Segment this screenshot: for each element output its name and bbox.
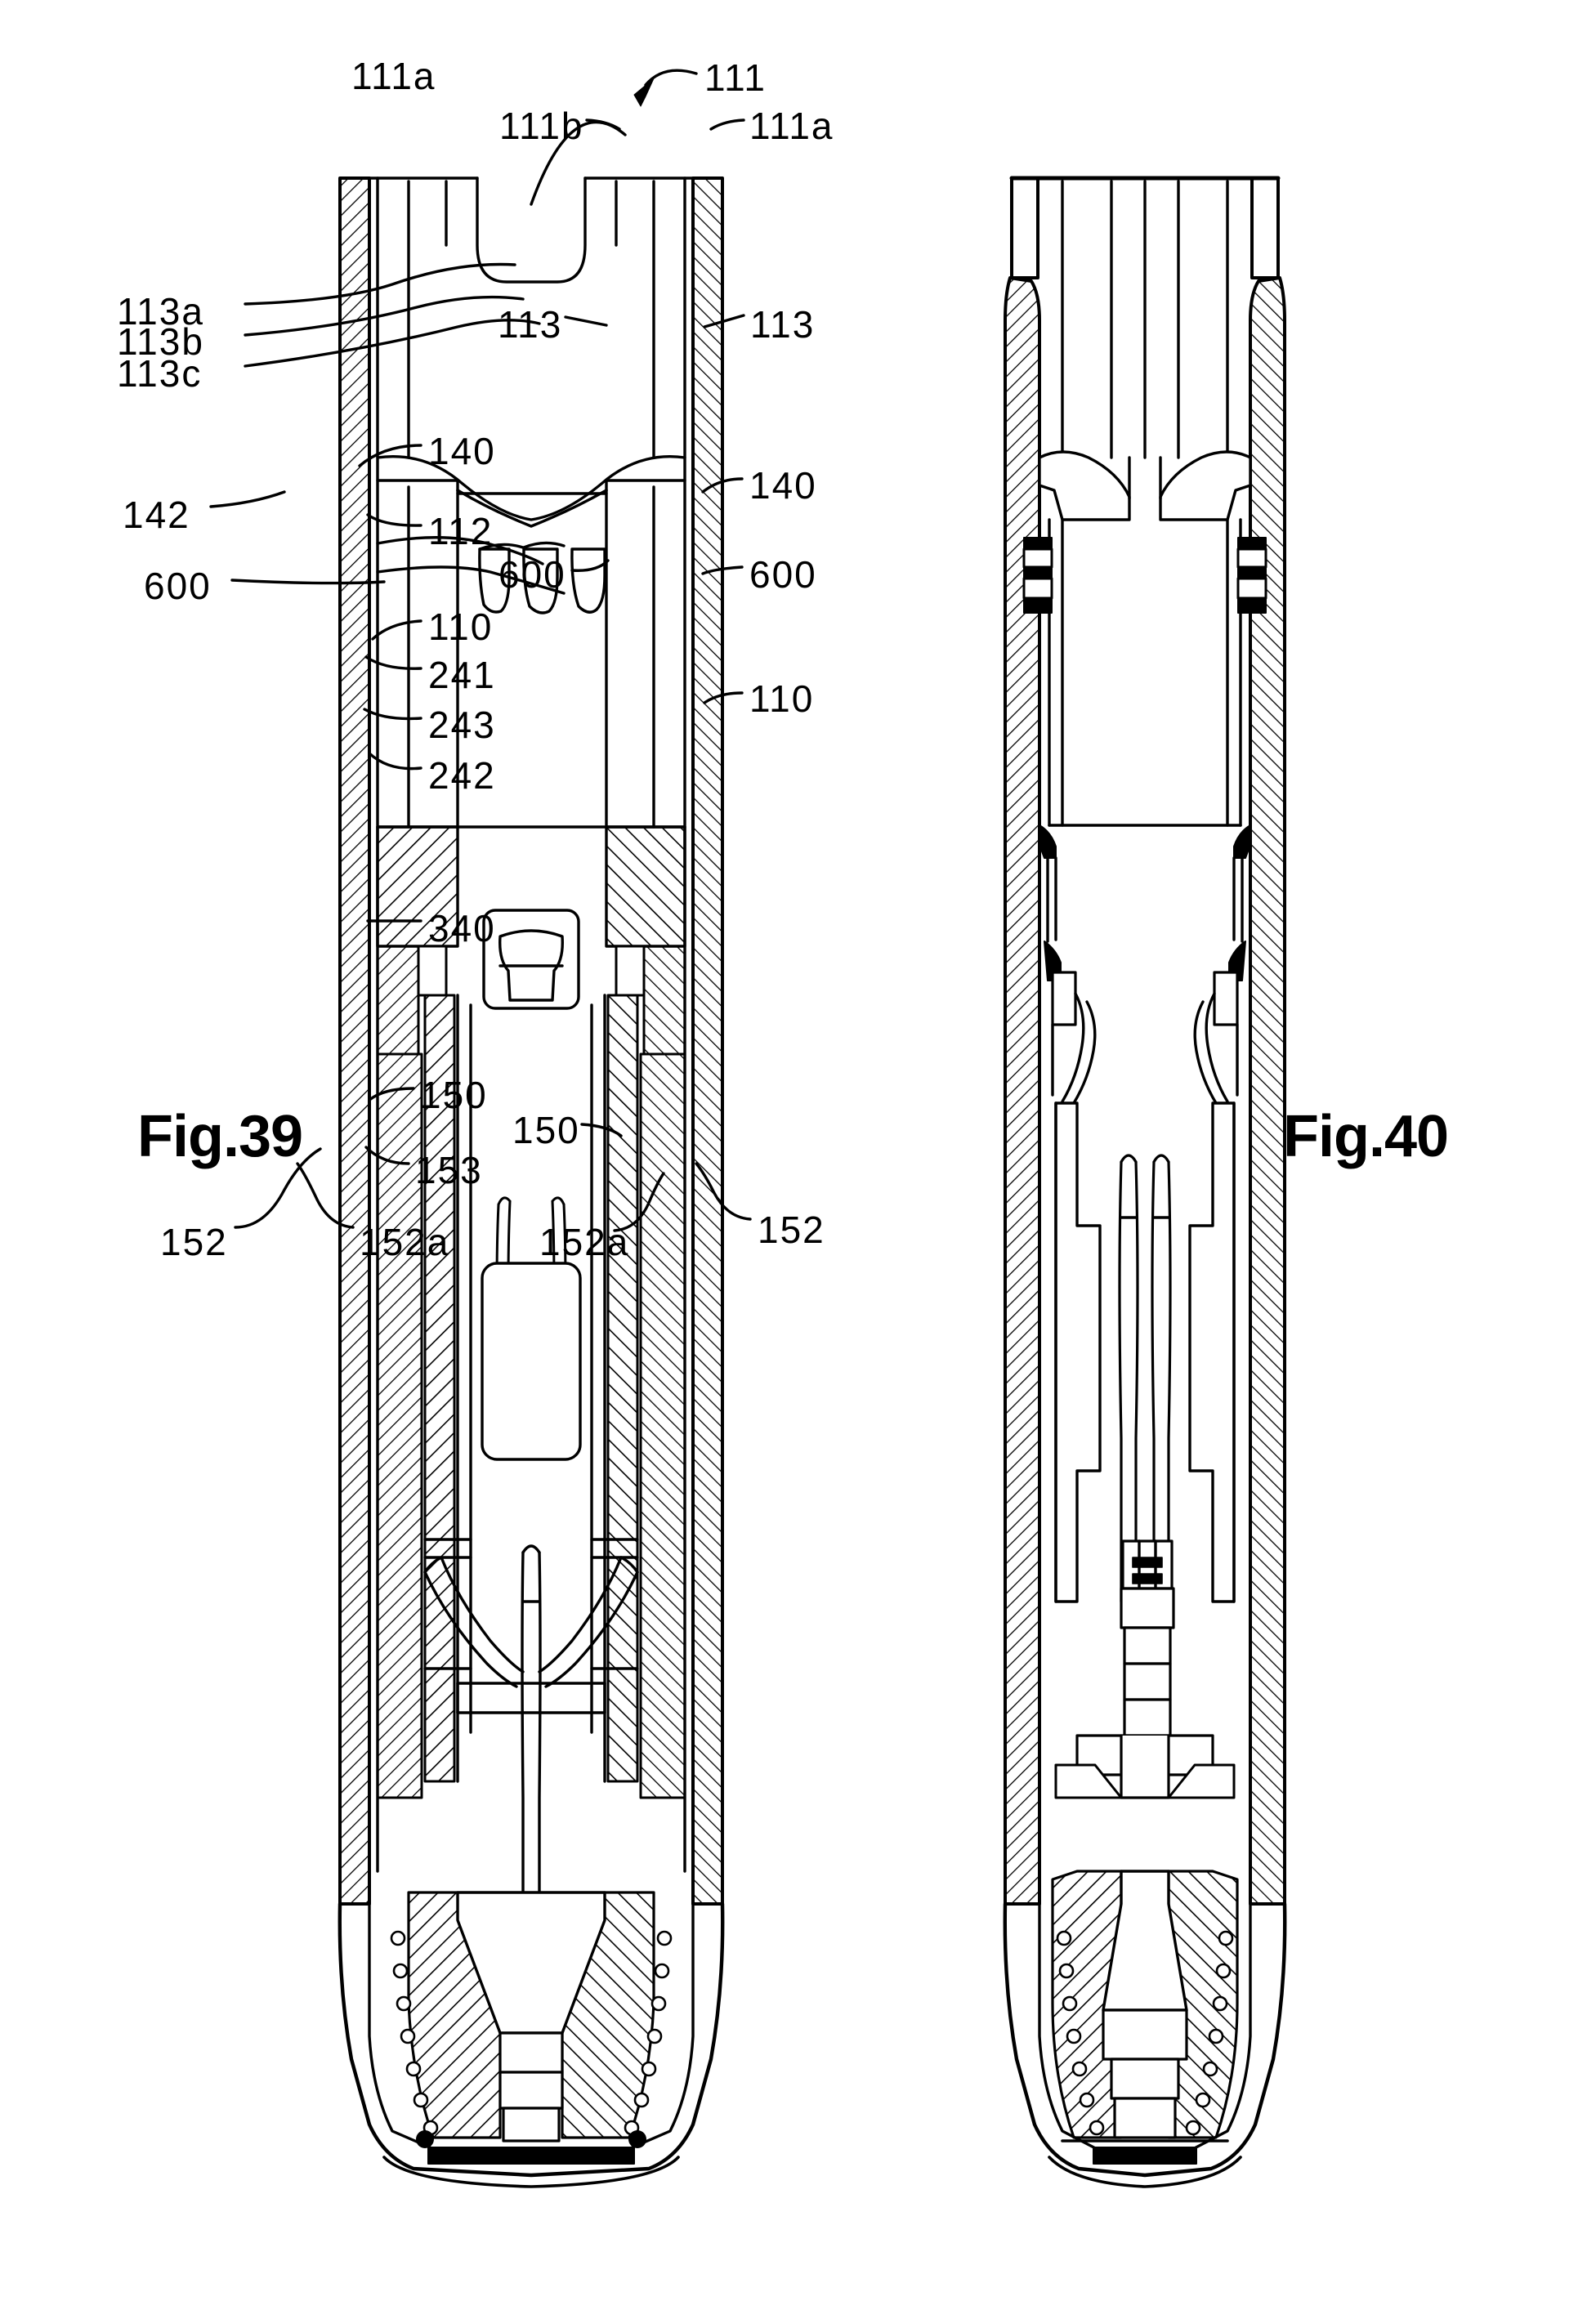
leader-150-f40 [580, 1123, 623, 1137]
leader-110-f39 [371, 619, 422, 641]
leader-113a [244, 262, 516, 306]
leader-600-f39 [230, 579, 386, 585]
ref-label-113b: 113b [117, 320, 204, 363]
ref-label-111a-fig39: 111a [351, 55, 436, 97]
leader-112 [366, 513, 422, 527]
leader-242 [368, 752, 422, 771]
leader-152a-f40 [613, 1172, 665, 1232]
ref-label-152-fig39: 152 [160, 1221, 228, 1263]
figure-caption-39: Fig.39 [137, 1104, 303, 1169]
ref-label-113a: 113a [117, 290, 204, 333]
leader-600-left-f40 [570, 559, 610, 572]
ref-label-150-fig39: 150 [420, 1074, 488, 1116]
ref-label-152a-fig39: 152a [360, 1221, 450, 1263]
fig39-drawing [338, 176, 725, 2188]
ref-label-111b: 111b [499, 105, 584, 147]
leader-152-f40 [695, 1162, 752, 1221]
leader-113c [244, 319, 541, 368]
ref-label-600-left-fig40: 600 [498, 553, 566, 596]
arrowhead-111 [633, 78, 655, 107]
ref-label-111a-fig40: 111a [749, 105, 834, 147]
leader-113-right [703, 314, 745, 328]
leader-140-f39 [358, 444, 422, 467]
ref-label-113-left: 113 [498, 303, 563, 346]
ref-label-111: 111 [704, 56, 767, 99]
leader-113b [244, 295, 525, 337]
leader-111 [644, 69, 698, 87]
leader-600-right-f40 [701, 565, 744, 575]
leader-142 [209, 490, 286, 508]
leader-110-f40 [703, 691, 744, 704]
ref-label-600-fig39: 600 [144, 565, 212, 607]
ref-label-110-fig39: 110 [428, 605, 494, 648]
ref-label-340: 340 [428, 907, 496, 949]
ref-label-140-fig39: 140 [428, 430, 496, 472]
ref-label-112: 112 [428, 510, 494, 552]
ref-label-152-fig40: 152 [758, 1209, 825, 1251]
leader-lines [209, 69, 752, 1232]
leader-243 [363, 708, 422, 721]
leader-153 [364, 1146, 410, 1165]
ref-label-152a-fig40: 152a [539, 1221, 630, 1263]
fig40-drawing [1003, 176, 1287, 2188]
ref-label-140-fig40: 140 [749, 464, 817, 507]
ref-label-600-right-fig40: 600 [749, 553, 817, 596]
figure-caption-40: Fig.40 [1283, 1104, 1449, 1169]
ref-label-242: 242 [428, 754, 496, 797]
leader-150-f39 [368, 1087, 415, 1101]
ref-label-113-right: 113 [750, 303, 816, 346]
ref-label-110-fig40: 110 [749, 677, 815, 720]
leader-241 [364, 655, 422, 670]
leader-111a-f40 [709, 118, 745, 131]
ref-label-153: 153 [415, 1149, 483, 1191]
ref-label-142: 142 [123, 494, 190, 536]
leader-140-f40 [701, 477, 744, 494]
leader-111b [585, 118, 621, 131]
ref-label-241: 241 [428, 654, 496, 696]
leader-113-left [564, 315, 608, 327]
ref-label-243: 243 [428, 704, 496, 746]
ref-label-113c: 113c [117, 352, 203, 395]
leader-152a-f39 [296, 1162, 355, 1229]
ref-label-150-fig40: 150 [512, 1109, 580, 1151]
leader-152-f39 [234, 1147, 322, 1229]
